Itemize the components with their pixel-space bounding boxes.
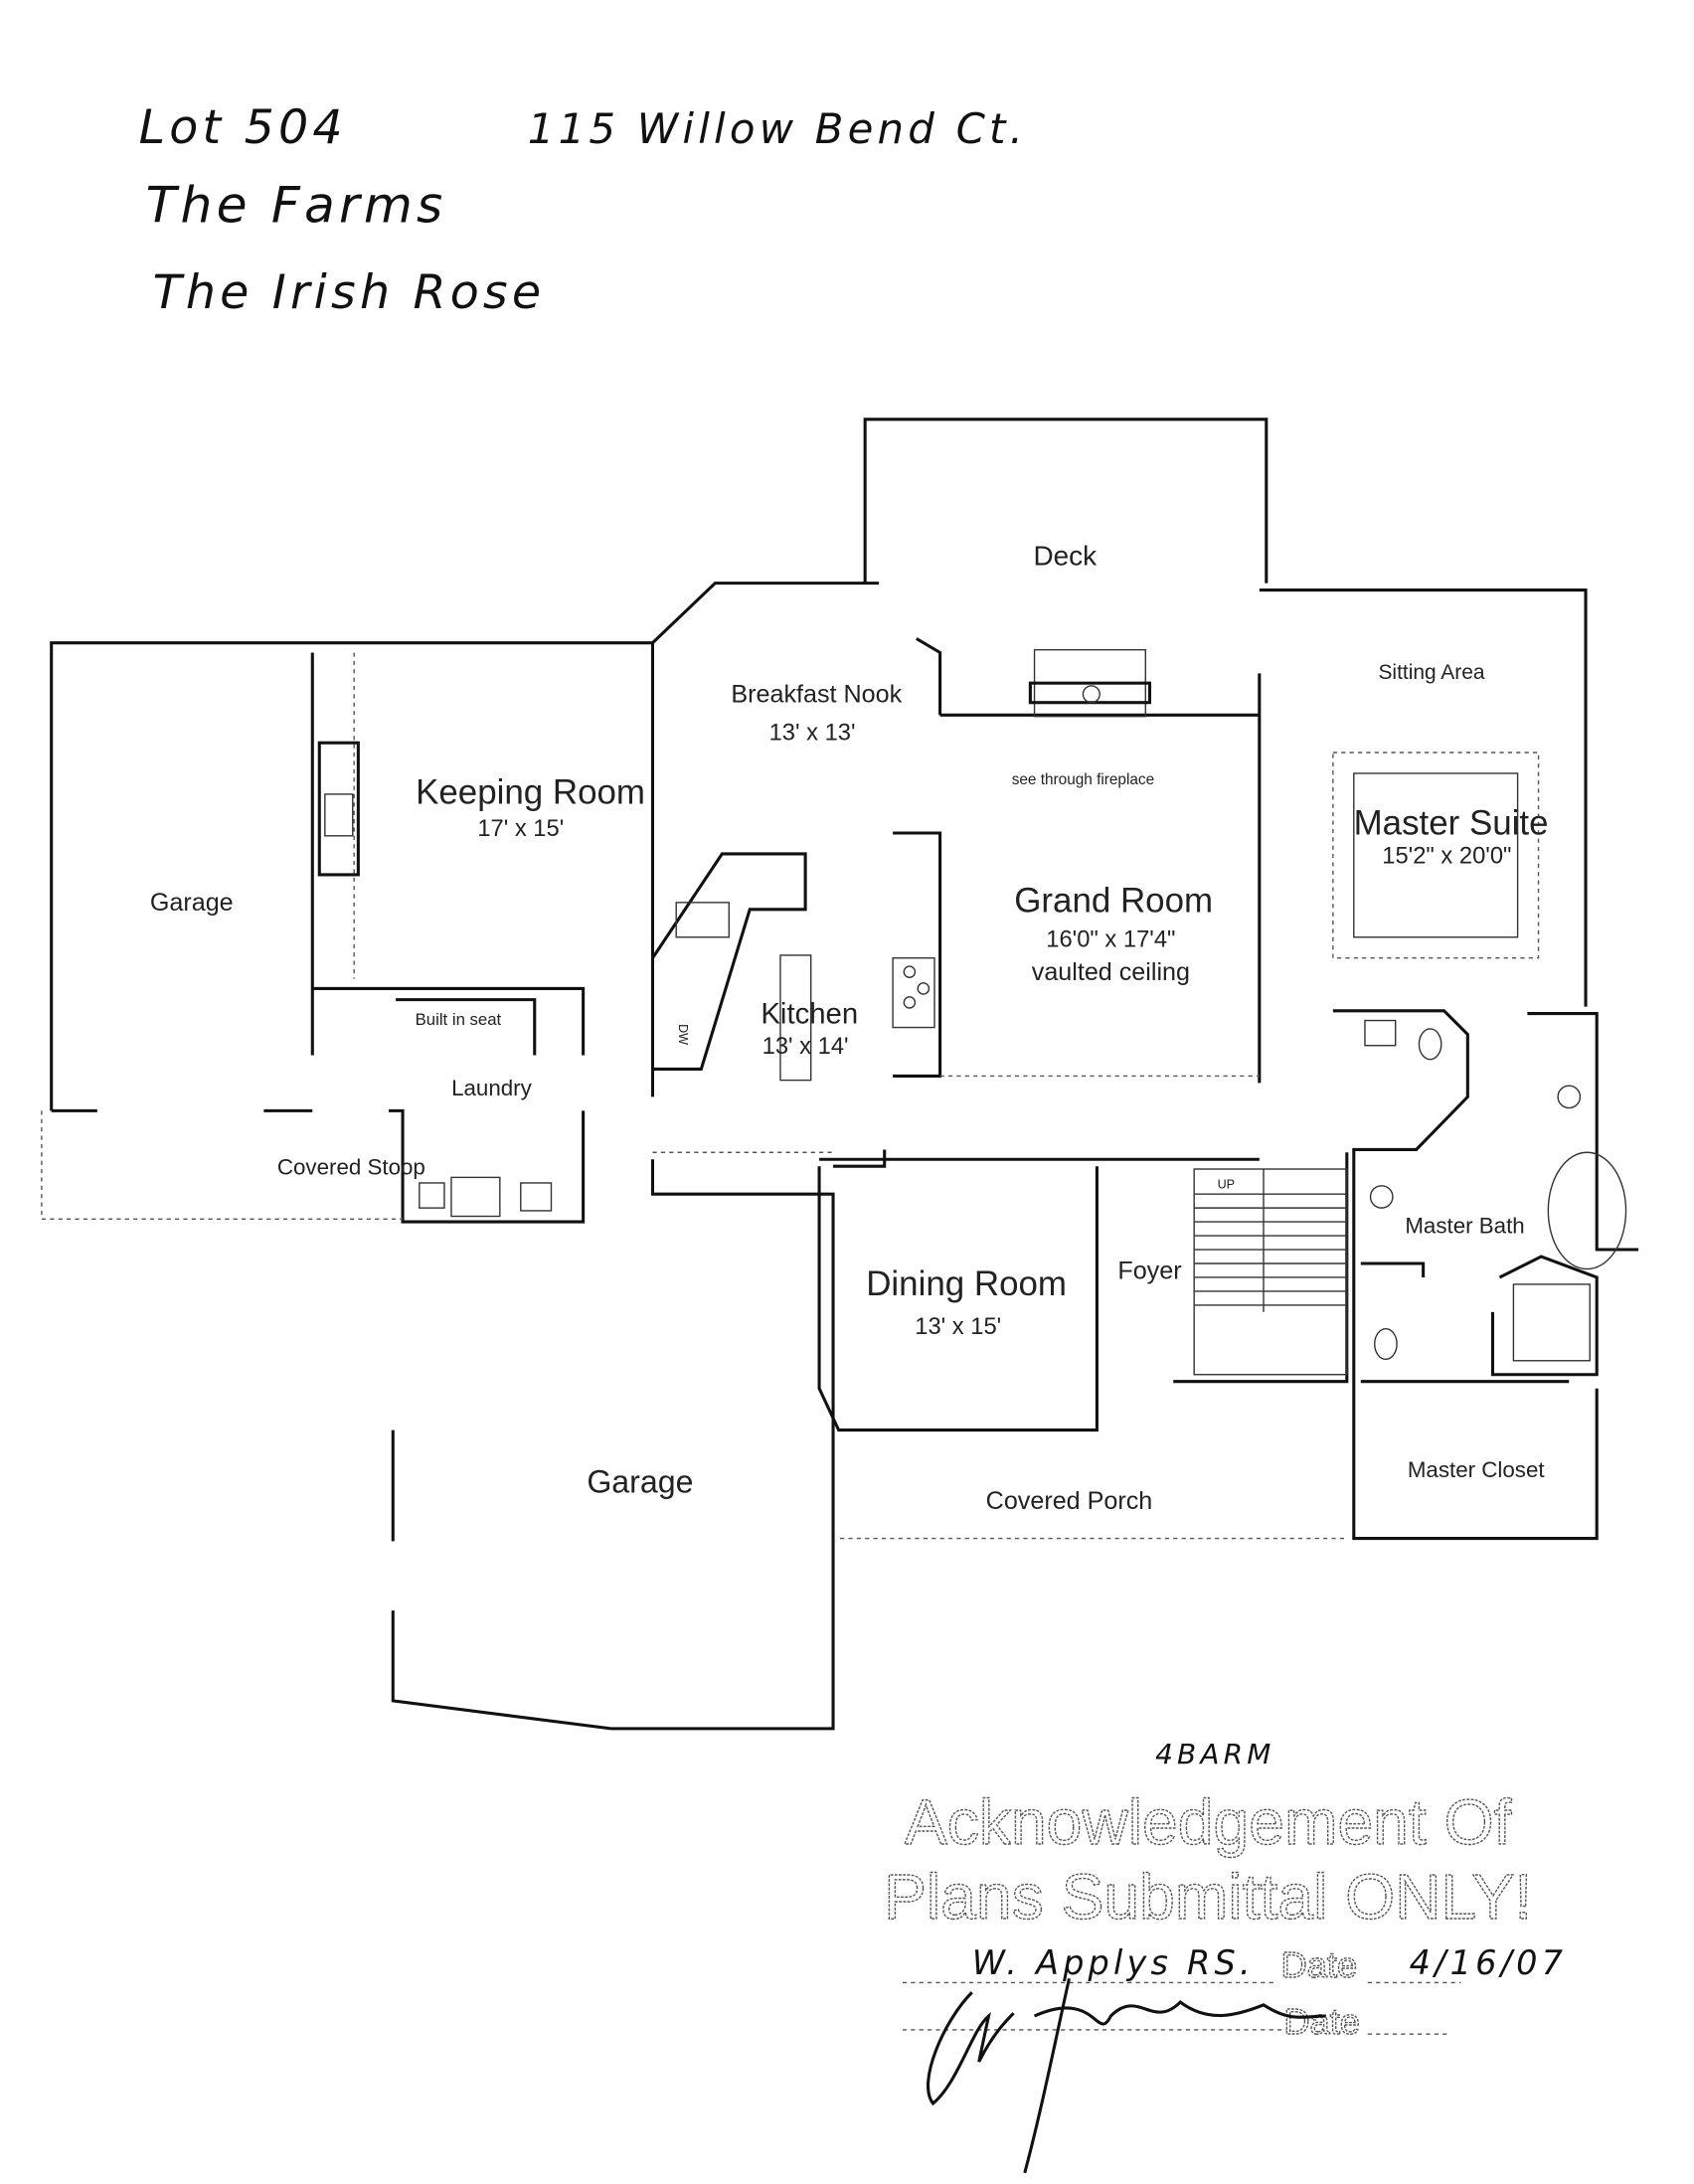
label-garage-side: Garage xyxy=(150,889,234,917)
label-breakfast-nook-size: 13' x 13' xyxy=(769,720,856,746)
handwritten-header: Lot 504 115 Willow Bend Ct. The Farms Th… xyxy=(139,100,1027,320)
keeping-room-fireplace xyxy=(317,741,360,877)
kitchen-fixtures xyxy=(675,902,935,1082)
stamp-line-2: Plans Submittal ONLY! xyxy=(884,1861,1532,1932)
stairs xyxy=(1193,1168,1348,1376)
signature-1: W. Applys RS. xyxy=(972,1943,1255,1982)
label-master-suite: Master Suite xyxy=(1354,803,1549,842)
room-labels: Deck Sitting Area Breakfast Nook 13' x 1… xyxy=(150,540,1549,1515)
label-keeping-room: Keeping Room xyxy=(416,773,645,812)
fireplace xyxy=(1028,648,1152,718)
label-laundry: Laundry xyxy=(451,1076,533,1100)
date-value-1: 4/16/07 xyxy=(1410,1943,1568,1982)
label-dining-room-size: 13' x 15' xyxy=(915,1314,1001,1340)
label-stairs-up: UP xyxy=(1218,1178,1235,1192)
label-dishwasher: DW xyxy=(676,1024,690,1045)
signature-2 xyxy=(927,1977,1326,2174)
plan-name: The Irish Rose xyxy=(153,265,546,320)
label-kitchen: Kitchen xyxy=(761,997,858,1030)
label-dining-room: Dining Room xyxy=(866,1264,1067,1303)
label-master-suite-size: 15'2" x 20'0" xyxy=(1382,844,1511,870)
label-grand-room: Grand Room xyxy=(1014,882,1213,921)
label-grand-room-size: 16'0" x 17'4" xyxy=(1046,927,1175,953)
stamp-line-1: Acknowledgement Of xyxy=(905,1786,1512,1858)
date-label-2: Date xyxy=(1283,2001,1360,2042)
address: 115 Willow Bend Ct. xyxy=(528,104,1027,153)
label-master-bath: Master Bath xyxy=(1405,1213,1524,1238)
label-foyer: Foyer xyxy=(1117,1257,1181,1284)
bath-fixtures xyxy=(419,1019,1627,1362)
label-master-closet: Master Closet xyxy=(1408,1457,1546,1482)
label-sitting-area: Sitting Area xyxy=(1378,661,1484,684)
subdivision: The Farms xyxy=(146,175,447,234)
label-covered-stoop: Covered Stoop xyxy=(277,1155,425,1180)
lot-number: Lot 504 xyxy=(139,100,347,155)
label-built-in-seat: Built in seat xyxy=(416,1010,502,1029)
walls xyxy=(50,418,1639,1731)
dashed-outlines xyxy=(41,652,1540,1540)
label-kitchen-size: 13' x 14' xyxy=(762,1034,849,1060)
label-covered-porch: Covered Porch xyxy=(986,1487,1153,1515)
date-label-1: Date xyxy=(1281,1944,1358,1985)
label-deck: Deck xyxy=(1033,540,1097,571)
acknowledgement-stamp: 4BARM Acknowledgement Of Plans Submittal… xyxy=(883,1738,1568,2174)
label-fireplace-note: see through fireplace xyxy=(1012,771,1154,788)
stamp-annotation: 4BARM xyxy=(1155,1738,1274,1770)
label-garage-main: Garage xyxy=(587,1463,693,1499)
label-keeping-room-size: 17' x 15' xyxy=(477,816,564,842)
label-breakfast-nook: Breakfast Nook xyxy=(731,681,902,709)
label-grand-room-note: vaulted ceiling xyxy=(1032,958,1190,986)
